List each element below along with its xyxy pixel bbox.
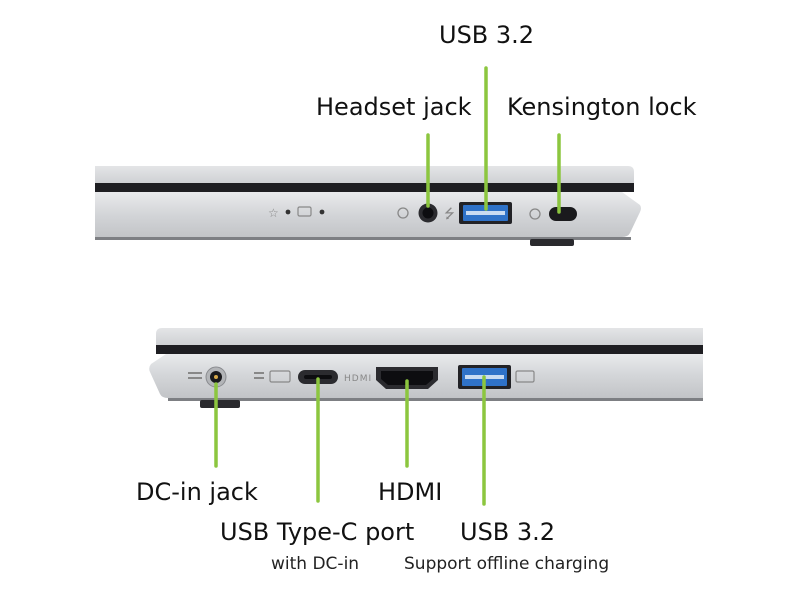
offline-charging-icon <box>515 370 535 383</box>
rubber-foot <box>530 239 574 246</box>
type-c-dc-icon <box>254 372 264 374</box>
battery-indicator-icon <box>297 206 312 217</box>
headset-jack-label: Headset jack <box>316 93 472 121</box>
laptop-left-side-view: HDMI <box>149 328 703 408</box>
power-indicator-icon: ☆ <box>268 206 279 220</box>
usb-3-2-bottom-sublabel: Support offline charging <box>404 554 610 574</box>
usb-type-c-port <box>254 370 338 384</box>
top-pointers <box>426 66 561 214</box>
usb-3-2-port-top: ⭍ <box>444 202 512 224</box>
hdmi-port-marking: HDMI <box>344 374 372 384</box>
usb-type-c-sublabel: with DC-in <box>271 554 360 574</box>
power-led <box>285 209 291 215</box>
bottom-pointers <box>214 375 486 506</box>
kensington-lock-label: Kensington lock <box>507 93 697 121</box>
usb-type-c-label: USB Type-C port <box>220 518 415 546</box>
usb-3-2-bottom-label: USB 3.2 <box>460 518 556 546</box>
rubber-foot <box>200 400 240 408</box>
laptop-lid <box>156 328 703 345</box>
laptop-right-side-view: ☆ ⭍ <box>95 166 641 246</box>
hdmi-port: HDMI <box>344 367 438 389</box>
status-indicators: ☆ <box>268 206 325 220</box>
usb-3-2-top-label: USB 3.2 <box>439 21 535 49</box>
type-c-battery-icon <box>269 370 291 383</box>
headset-icon <box>397 207 409 219</box>
dc-in-icon <box>188 372 202 374</box>
hinge-gap <box>156 345 703 354</box>
usb-icon: ⭍ <box>444 207 455 222</box>
laptop-lid <box>95 166 634 183</box>
headset-jack-port <box>397 203 438 223</box>
hdmi-label: HDMI <box>378 478 443 506</box>
hinge-gap <box>95 183 634 192</box>
dc-in-jack-label: DC-in jack <box>136 478 258 506</box>
kensington-lock-slot <box>529 207 577 221</box>
battery-led <box>319 209 325 215</box>
lock-icon <box>529 208 541 220</box>
